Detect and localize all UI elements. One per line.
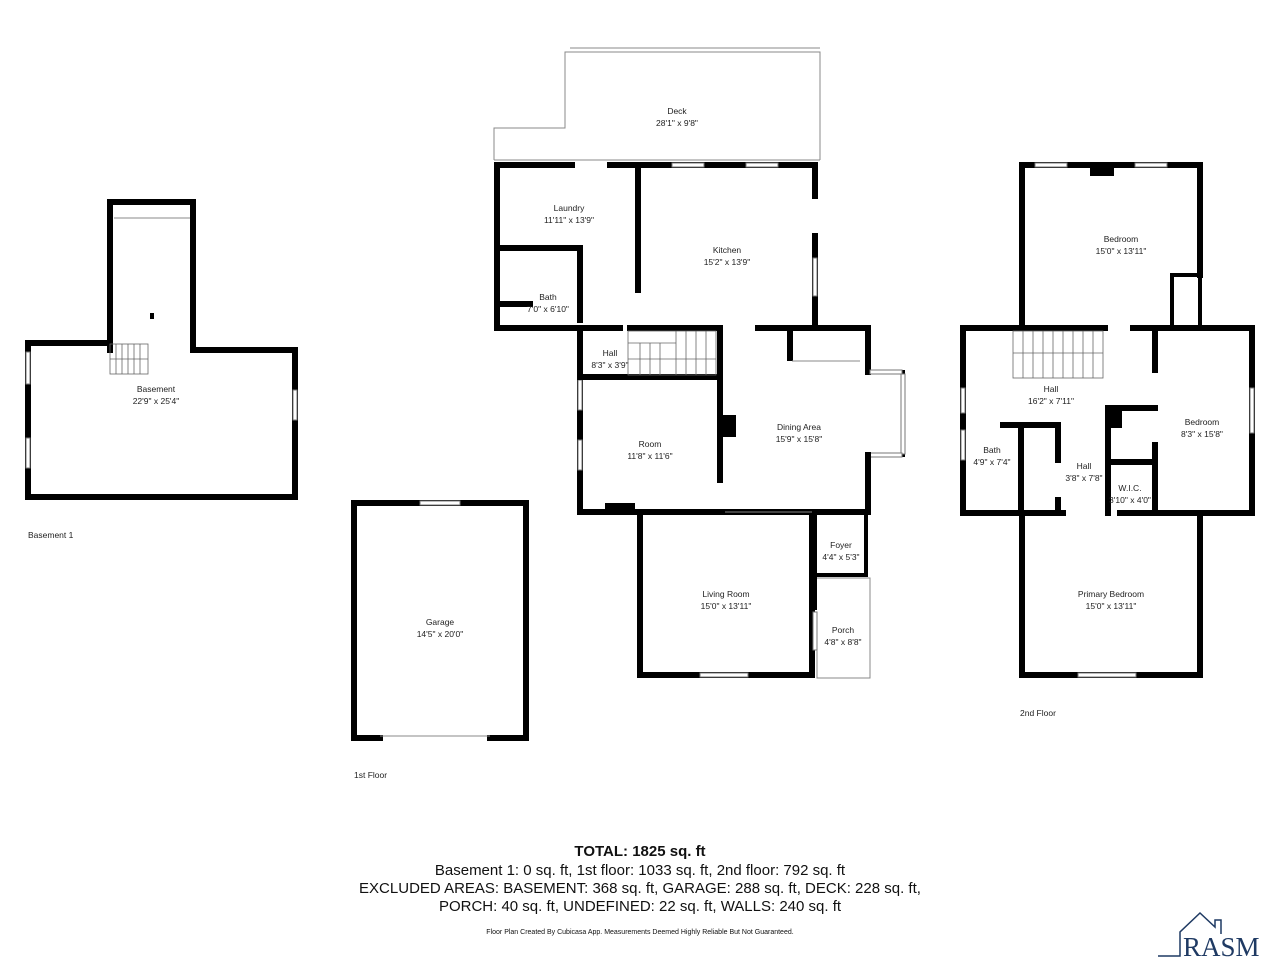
room-dims: 3'8" x 7'8" xyxy=(1065,473,1102,483)
room-dims: 7'0" x 6'10" xyxy=(527,304,569,314)
room-dims: 14'5" x 20'0" xyxy=(417,629,464,639)
room-name: Hall xyxy=(603,348,618,358)
room-name: Primary Bedroom xyxy=(1078,589,1144,599)
excluded-areas-2: PORCH: 40 sq. ft, UNDEFINED: 22 sq. ft, … xyxy=(438,898,842,915)
room-dims: 8'3" x 15'8" xyxy=(1181,429,1223,439)
first-floor-plan: Deck 28'1" x 9'8" Laundry 11'11" x 13'9"… xyxy=(493,47,906,679)
room-dims: 15'2" x 13'9" xyxy=(704,257,751,267)
total-area: TOTAL: 1825 sq. ft xyxy=(574,843,706,860)
room-dims: 15'0" x 13'11" xyxy=(701,601,752,611)
room-name: Bedroom xyxy=(1185,417,1220,427)
room-dims: 11'8" x 11'6" xyxy=(627,451,672,461)
excluded-areas: EXCLUDED AREAS: BASEMENT: 368 sq. ft, GA… xyxy=(359,880,921,897)
room-name: Deck xyxy=(667,106,687,116)
room-dims: 15'0" x 13'11" xyxy=(1086,601,1137,611)
room-name: Bath xyxy=(539,292,557,302)
floor-label: 2nd Floor xyxy=(1020,708,1056,718)
room-name: Laundry xyxy=(554,203,585,213)
floor-label: Basement 1 xyxy=(28,530,74,540)
room-name: Foyer xyxy=(830,540,852,550)
room-name: Porch xyxy=(832,625,854,635)
room-name: Garage xyxy=(426,617,455,627)
room-name: Hall xyxy=(1077,461,1092,471)
room-dims: 16'2" x 7'11" xyxy=(1028,396,1074,406)
second-floor-plan: Bedroom 15'0" x 13'11" Hall 16'2" x 7'11… xyxy=(960,162,1255,718)
room-name: Basement xyxy=(137,384,176,394)
room-dims: 22'9" x 25'4" xyxy=(133,396,180,406)
stairs-icon xyxy=(1012,330,1104,379)
room-dims: 4'4" x 5'3" xyxy=(822,552,859,562)
room-name: Kitchen xyxy=(713,245,742,255)
stairs-icon xyxy=(109,343,149,375)
room-name: Living Room xyxy=(702,589,749,599)
floor-label: 1st Floor xyxy=(354,770,387,780)
disclaimer: Floor Plan Created By Cubicasa App. Meas… xyxy=(486,929,794,936)
room-dims: 11'11" x 13'9" xyxy=(544,215,594,225)
room-dims: 28'1" x 9'8" xyxy=(656,118,698,128)
stairs-icon xyxy=(627,330,717,376)
room-name: Room xyxy=(639,439,662,449)
svg-text:RASM: RASM xyxy=(1183,932,1260,960)
room-name: Hall xyxy=(1044,384,1059,394)
room-name: Dining Area xyxy=(777,422,821,432)
rasm-logo: RASM xyxy=(1158,911,1260,960)
room-dims: 4'9" x 7'4" xyxy=(973,457,1010,467)
room-dims: 15'0" x 13'11" xyxy=(1096,246,1147,256)
garage-plan: Garage 14'5" x 20'0" 1st Floor xyxy=(351,500,529,780)
room-dims: 15'9" x 15'8" xyxy=(776,434,823,444)
room-name: W.I.C. xyxy=(1118,483,1141,493)
room-dims: 4'8" x 8'8" xyxy=(824,637,861,647)
basement-plan: Basement 22'9" x 25'4" Basement 1 xyxy=(25,199,298,540)
floor-areas: Basement 1: 0 sq. ft, 1st floor: 1033 sq… xyxy=(434,862,846,879)
room-dims: 8'3" x 3'9" xyxy=(591,360,628,370)
room-name: Bedroom xyxy=(1104,234,1139,244)
room-dims: 3'10" x 4'0" xyxy=(1109,495,1151,505)
room-name: Bath xyxy=(983,445,1001,455)
